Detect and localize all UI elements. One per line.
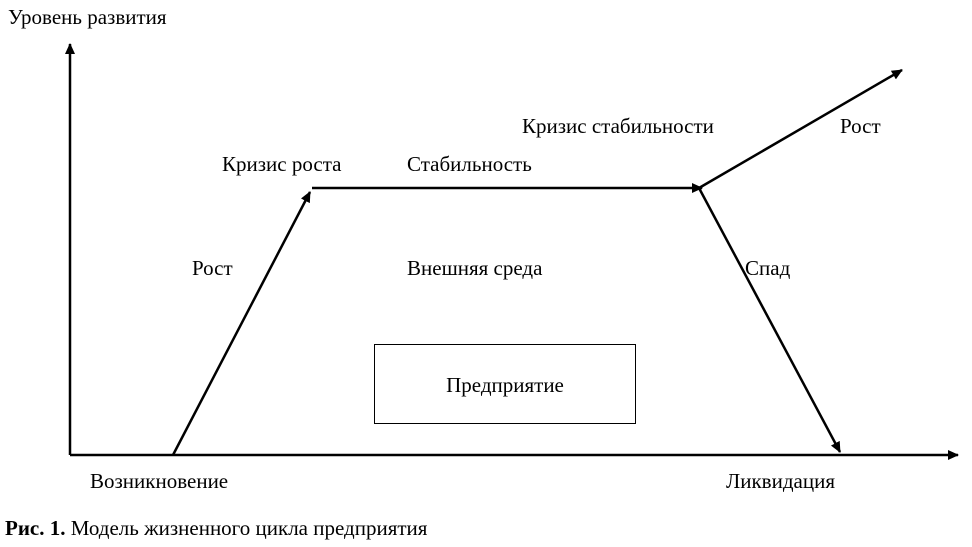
decline-label: Спад [745, 256, 791, 280]
stability-crisis-label: Кризис стабильности [522, 114, 714, 138]
figure-caption: Рис. 1. Модель жизненного цикла предприя… [5, 516, 427, 541]
emergence-label: Возникновение [90, 469, 229, 493]
renewed-growth-arrow [698, 68, 903, 190]
enterprise-label: Предприятие [446, 373, 564, 397]
growth-label-left: Рост [192, 256, 233, 280]
liquidation-label: Ликвидация [726, 469, 835, 493]
enterprise-box: Предприятие [374, 344, 636, 424]
decline-arrow [697, 187, 842, 453]
stability-label: Стабильность [407, 152, 532, 176]
caption-prefix: Рис. 1. [5, 516, 66, 540]
y-axis-label: Уровень развития [8, 5, 167, 29]
growth-label-right: Рост [840, 114, 881, 138]
growth-crisis-label: Кризис роста [222, 152, 342, 176]
growth-arrow [171, 191, 312, 456]
caption-text: Модель жизненного цикла предприятия [65, 516, 428, 540]
external-environment-label: Внешняя среда [407, 256, 543, 280]
